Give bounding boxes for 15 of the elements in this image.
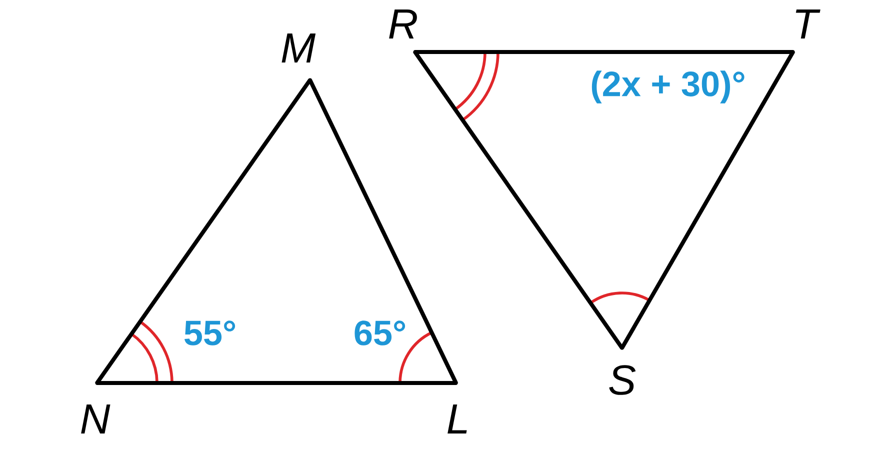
triangle-side (308, 78, 458, 385)
triangle-side (620, 50, 795, 350)
triangle-side (95, 380, 458, 386)
angle-measure: 65° (354, 320, 406, 346)
vertex-label: N (81, 404, 110, 434)
triangle-side (413, 50, 624, 350)
vertex-label: S (609, 365, 636, 395)
vertex-label: T (796, 10, 820, 38)
angle-measure: (2x + 30)° (592, 70, 744, 104)
vertex-label: L (448, 404, 467, 434)
triangle-side (95, 78, 312, 385)
vertex-label: R (389, 10, 417, 38)
vertex-label: M (282, 34, 316, 62)
angle-measure: 55° (184, 320, 236, 346)
triangle-side (413, 50, 795, 54)
